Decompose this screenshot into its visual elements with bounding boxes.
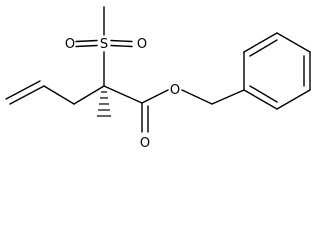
- bond-carbonyl-ester-o: [141, 89, 169, 104]
- hashed-wedge-bond: [97, 91, 111, 117]
- bond-s-o-left-2: [75, 44, 98, 48]
- bond-ch-ch2-1: [9, 85, 45, 105]
- bond-s-o-left-1: [75, 39, 98, 43]
- ring-bond-5: [276, 89, 311, 110]
- ester-oxygen-label: O: [170, 83, 180, 98]
- ring-inner-bond-1: [249, 39, 278, 57]
- bond-ester-o-ch2: [181, 89, 213, 105]
- bond-quaternary-c-carbonyl: [103, 85, 143, 104]
- ring-bond-3: [276, 32, 311, 53]
- sulfonyl-oxygen-right-label: O: [137, 37, 147, 52]
- bond-ch2-ring: [211, 89, 245, 105]
- bond-s-o-right-1: [110, 39, 133, 43]
- ring-bond-6: [243, 89, 278, 110]
- bond-ch2-ch: [43, 85, 75, 105]
- ring-bond-2: [243, 32, 278, 53]
- bond-s-o-right-2: [110, 44, 133, 48]
- ring-inner-bond-3: [249, 85, 278, 103]
- carbonyl-oxygen-label: O: [140, 136, 150, 151]
- bond-quaternary-c-ch2: [73, 85, 105, 105]
- sulfonyl-oxygen-left-label: O: [65, 37, 75, 52]
- bond-ch-ch2-2: [5, 80, 41, 100]
- sulfonyl-sulfur-label: S: [100, 37, 108, 52]
- structure-canvas: S O O O O: [5, 6, 311, 151]
- chemical-structure: S O O O O: [5, 6, 311, 151]
